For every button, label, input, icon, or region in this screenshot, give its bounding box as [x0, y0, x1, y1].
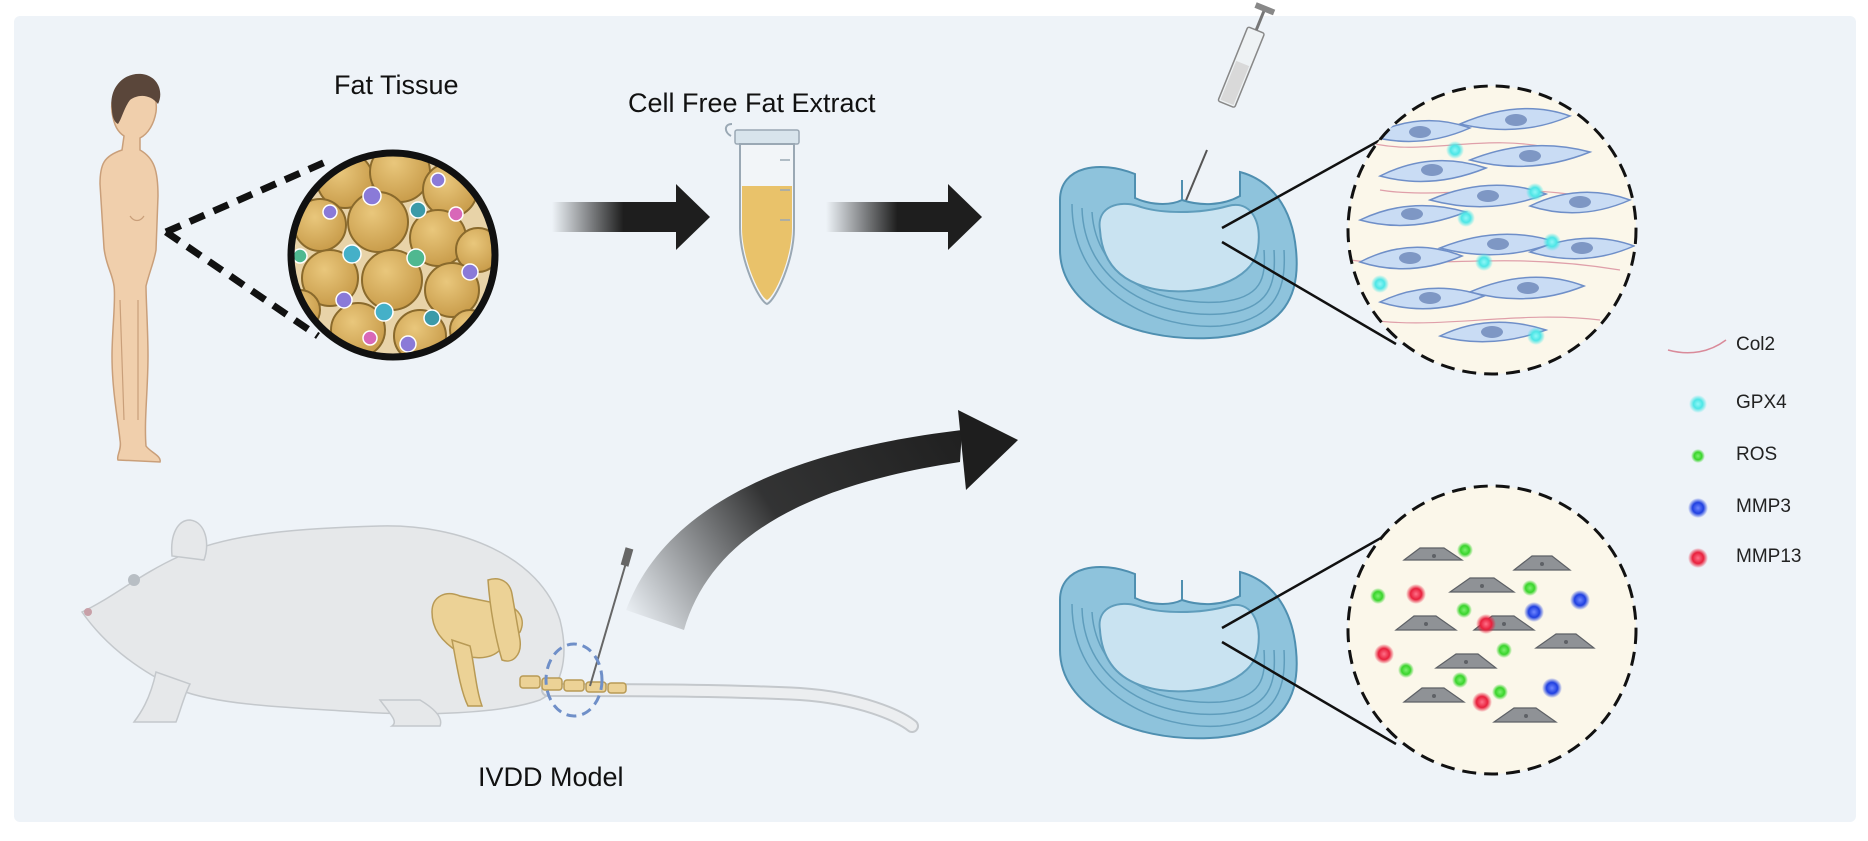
human-figure — [99, 73, 161, 463]
legend-gpx4-label: GPX4 — [1736, 392, 1787, 413]
legend-symbols — [1667, 339, 1727, 568]
legend-mmp13-symbol — [1688, 548, 1708, 568]
legend-ros-label: ROS — [1736, 444, 1778, 465]
cell-free-fat-extract-label: Cell Free Fat Extract — [628, 88, 876, 118]
legend-ros-symbol — [1691, 449, 1705, 463]
arrow-to-injection — [826, 184, 982, 250]
legend-mmp3-label: MMP3 — [1736, 496, 1791, 517]
legend-mmp3-symbol — [1688, 498, 1708, 518]
arrow-rat-to-disc — [626, 410, 1018, 630]
zoom-circle-bottom — [1346, 484, 1638, 776]
disc-top — [1059, 166, 1298, 340]
legend-col2-symbol — [1667, 339, 1727, 354]
arrow-to-extract — [552, 184, 710, 250]
zoom-lines-top — [1221, 126, 1403, 346]
extract-tube — [724, 123, 800, 306]
disc-bottom — [1059, 566, 1298, 740]
gpx4-dots — [1371, 141, 1561, 345]
zoom-lines-bottom — [1221, 524, 1403, 746]
legend-mmp13-label: MMP13 — [1736, 546, 1802, 567]
legend-gpx4-symbol — [1689, 395, 1707, 413]
ivdd-model-label: IVDD Model — [478, 762, 624, 792]
zoom-circle-top — [1346, 84, 1638, 376]
syringe — [1181, 2, 1276, 211]
legend-col2-label: Col2 — [1736, 334, 1776, 355]
mmp3-dots — [1524, 590, 1590, 698]
zoom-lines-human — [164, 156, 332, 339]
tail-needle — [589, 547, 634, 687]
fat-tissue-label: Fat Tissue — [334, 70, 459, 100]
ros-dots — [1370, 542, 1538, 700]
mmp13-dots — [1374, 584, 1496, 712]
injection-site-marker — [544, 642, 604, 718]
